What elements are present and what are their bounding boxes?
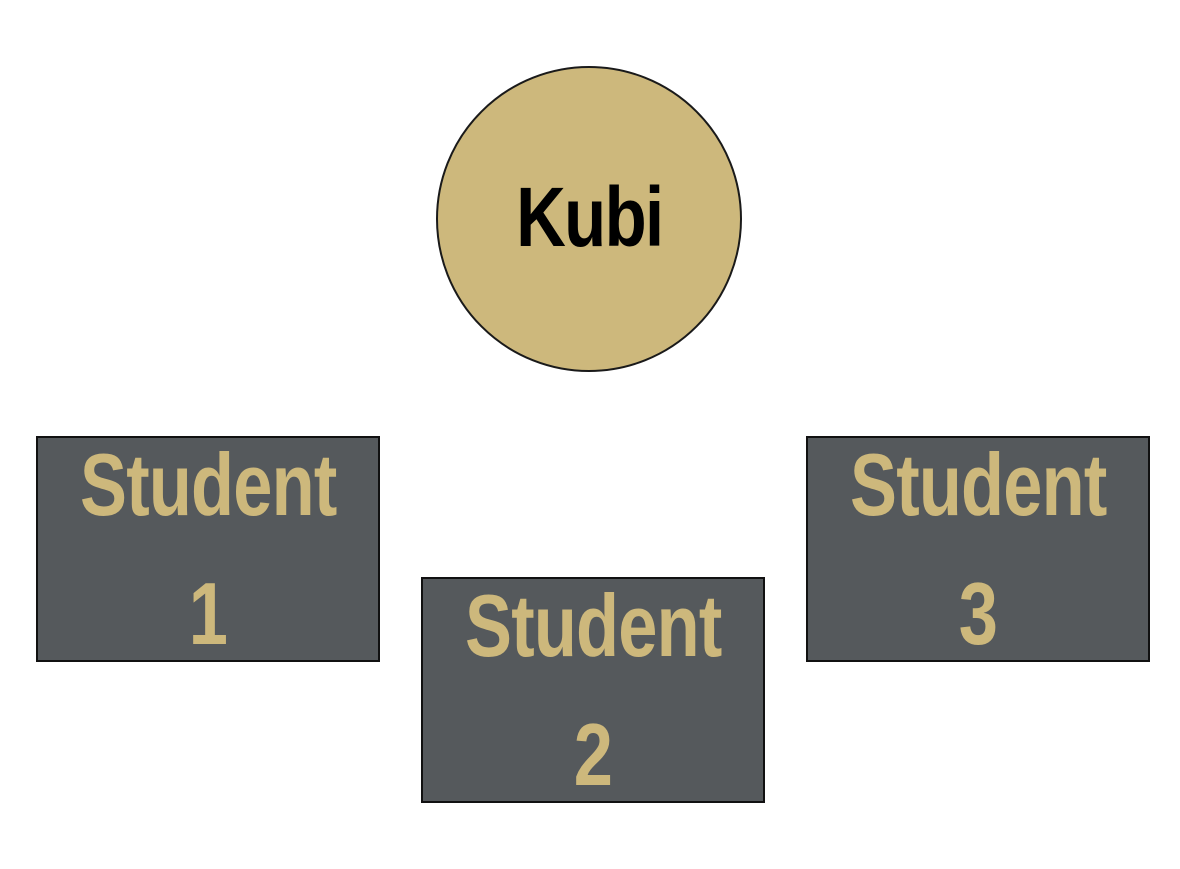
student-1-word: Student (79, 434, 337, 534)
student-2-word: Student (464, 575, 722, 675)
student-2-number: 2 (573, 705, 613, 804)
student-3-number: 3 (958, 564, 998, 663)
student-1-number: 1 (188, 564, 228, 663)
student-3-node: Student 3 (806, 435, 1150, 663)
student-1-node: Student 1 (36, 435, 380, 663)
kubi-label: Kubi (515, 170, 664, 264)
student-2-node: Student 2 (421, 576, 765, 804)
kubi-node: Kubi (436, 66, 742, 372)
student-3-word: Student (849, 434, 1107, 534)
